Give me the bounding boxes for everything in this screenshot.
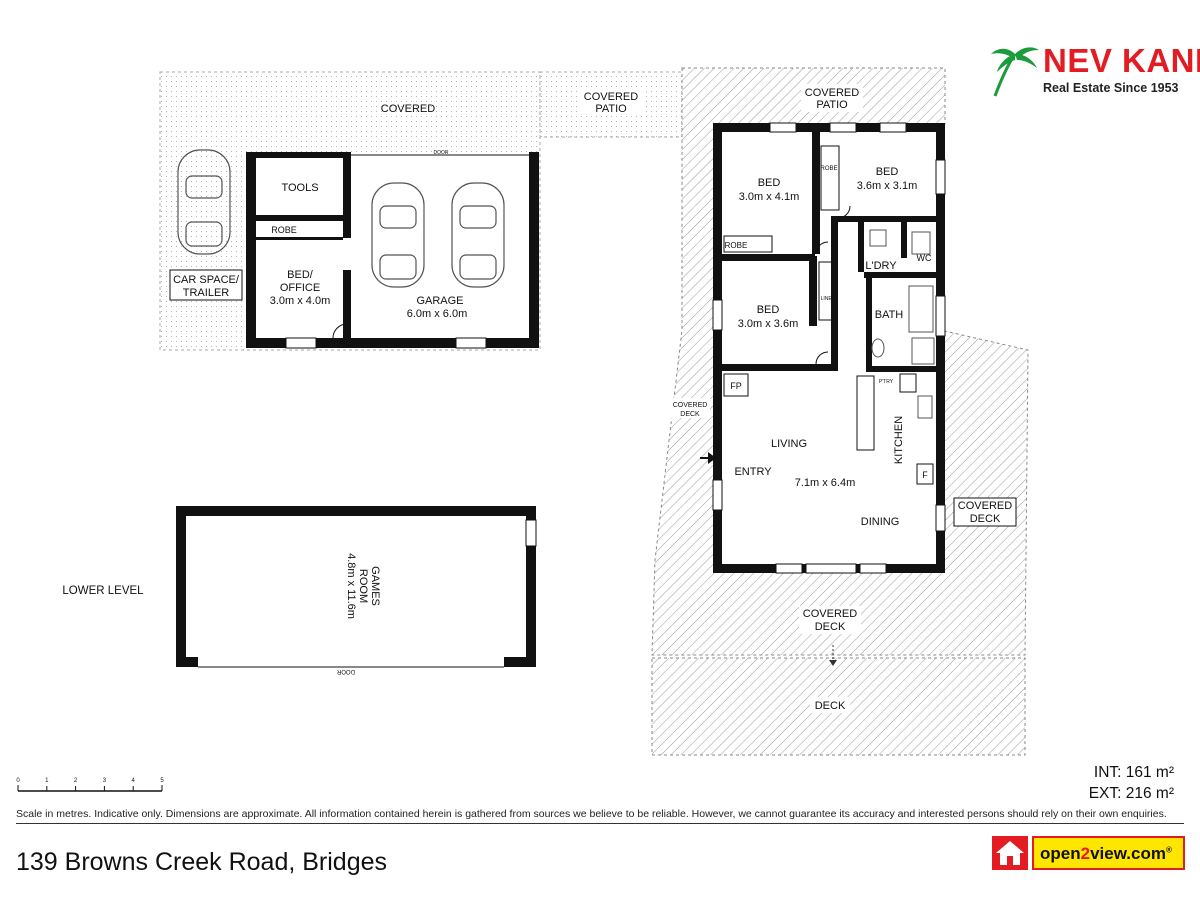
internal-area: INT: 161 m² — [1093, 764, 1174, 781]
garage-size: 6.0m x 6.0m — [407, 308, 468, 320]
fridge-label: F — [922, 470, 928, 480]
scale-bar: 0 1 2 3 4 5 — [16, 778, 164, 792]
bed-size: 3.6m x 3.1m — [857, 180, 918, 192]
palm-tree-icon — [991, 47, 1039, 97]
car-icon — [451, 182, 505, 288]
covered-patio-label: PATIO — [816, 99, 848, 111]
covered-deck-label: DECK — [815, 621, 846, 633]
brand-name: NEV KANE — [1043, 42, 1200, 79]
bed-label: BED — [757, 304, 780, 316]
car-icon — [177, 149, 231, 255]
games-door-label: DOOR — [336, 668, 355, 674]
property-address: 139 Browns Creek Road, Bridges — [16, 848, 388, 876]
trademark-symbol: ® — [1165, 845, 1172, 855]
open2view-part: 2 — [1080, 844, 1091, 863]
car-icon — [371, 182, 425, 288]
games-room-label: ROOM — [357, 569, 369, 603]
bed-label: BED — [876, 166, 899, 178]
wc-label: WC — [917, 253, 932, 263]
footer-divider — [16, 823, 1184, 824]
garage-block — [246, 152, 539, 349]
garage-door-label: DOOR — [434, 150, 449, 156]
bed-office-size: 3.0m x 4.0m — [270, 295, 331, 307]
bed-office-label: OFFICE — [280, 282, 320, 294]
covered-patio-label: COVERED — [805, 87, 859, 99]
entry-label: ENTRY — [734, 466, 772, 478]
laundry-label: L'DRY — [865, 260, 897, 272]
pantry-label: P'TRY — [879, 379, 894, 385]
tools-label: TOOLS — [281, 182, 318, 194]
kitchen-label: KITCHEN — [893, 416, 905, 464]
garage-label: GARAGE — [416, 295, 463, 307]
covered-patio-label: COVERED — [584, 91, 638, 103]
external-area: EXT: 216 m² — [1088, 785, 1174, 802]
robe-label: ROBE — [820, 166, 837, 172]
games-room — [176, 506, 537, 668]
scale-tick-label: 1 — [45, 778, 49, 784]
disclaimer: Scale in metres. Indicative only. Dimens… — [16, 808, 1167, 820]
fireplace-label: FP — [730, 381, 742, 391]
covered-deck-label: DECK — [680, 411, 700, 418]
covered-patio-label: PATIO — [595, 103, 627, 115]
covered-label: COVERED — [381, 103, 435, 115]
covered-deck-label: COVERED — [958, 500, 1012, 512]
scale-tick-label: 2 — [74, 778, 78, 784]
car-space-label: CAR SPACE/ — [173, 274, 240, 286]
scale-tick-label: 4 — [132, 778, 136, 784]
main-house — [700, 122, 946, 574]
robe-label: ROBE — [725, 241, 748, 250]
area-summary: INT: 161 m² EXT: 216 m² — [1089, 762, 1174, 804]
open2view-wordmark: open2view.com® — [1032, 836, 1185, 870]
bath-label: BATH — [875, 309, 904, 321]
games-room-size: 4.8m x 11.6m — [345, 553, 357, 619]
scale-tick-label: 5 — [160, 778, 164, 784]
open2view-part: view.com — [1090, 844, 1166, 863]
house-icon — [992, 836, 1028, 870]
bed-label: BED — [758, 177, 781, 189]
linen-label: LINEN — [821, 296, 836, 302]
car-space-label: TRAILER — [183, 287, 230, 299]
living-size: 7.1m x 6.4m — [795, 477, 856, 489]
dining-label: DINING — [861, 516, 900, 528]
bed-office-label: BED/ — [287, 269, 314, 281]
scale-tick-label: 0 — [16, 778, 20, 784]
bed-size: 3.0m x 4.1m — [739, 191, 800, 203]
living-label: LIVING — [771, 438, 807, 450]
lower-level-label: LOWER LEVEL — [62, 585, 144, 597]
games-room-label: GAMES — [369, 566, 381, 606]
brand-tagline: Real Estate Since 1953 — [1043, 81, 1179, 95]
robe-label: ROBE — [271, 225, 297, 235]
deck-label: DECK — [815, 700, 846, 712]
bed-size: 3.0m x 3.6m — [738, 318, 799, 330]
open2view-badge: open2view.com® — [992, 836, 1185, 870]
covered-deck-label: DECK — [970, 513, 1001, 525]
nev-kane-logo: NEV KANE Real Estate Since 1953 — [985, 40, 1200, 110]
covered-deck-label: COVERED — [803, 608, 857, 620]
scale-tick-label: 3 — [103, 778, 107, 784]
covered-deck-label: COVERED — [673, 402, 708, 409]
open2view-part: open — [1040, 844, 1081, 863]
stairs-arrow-icon — [829, 645, 837, 666]
